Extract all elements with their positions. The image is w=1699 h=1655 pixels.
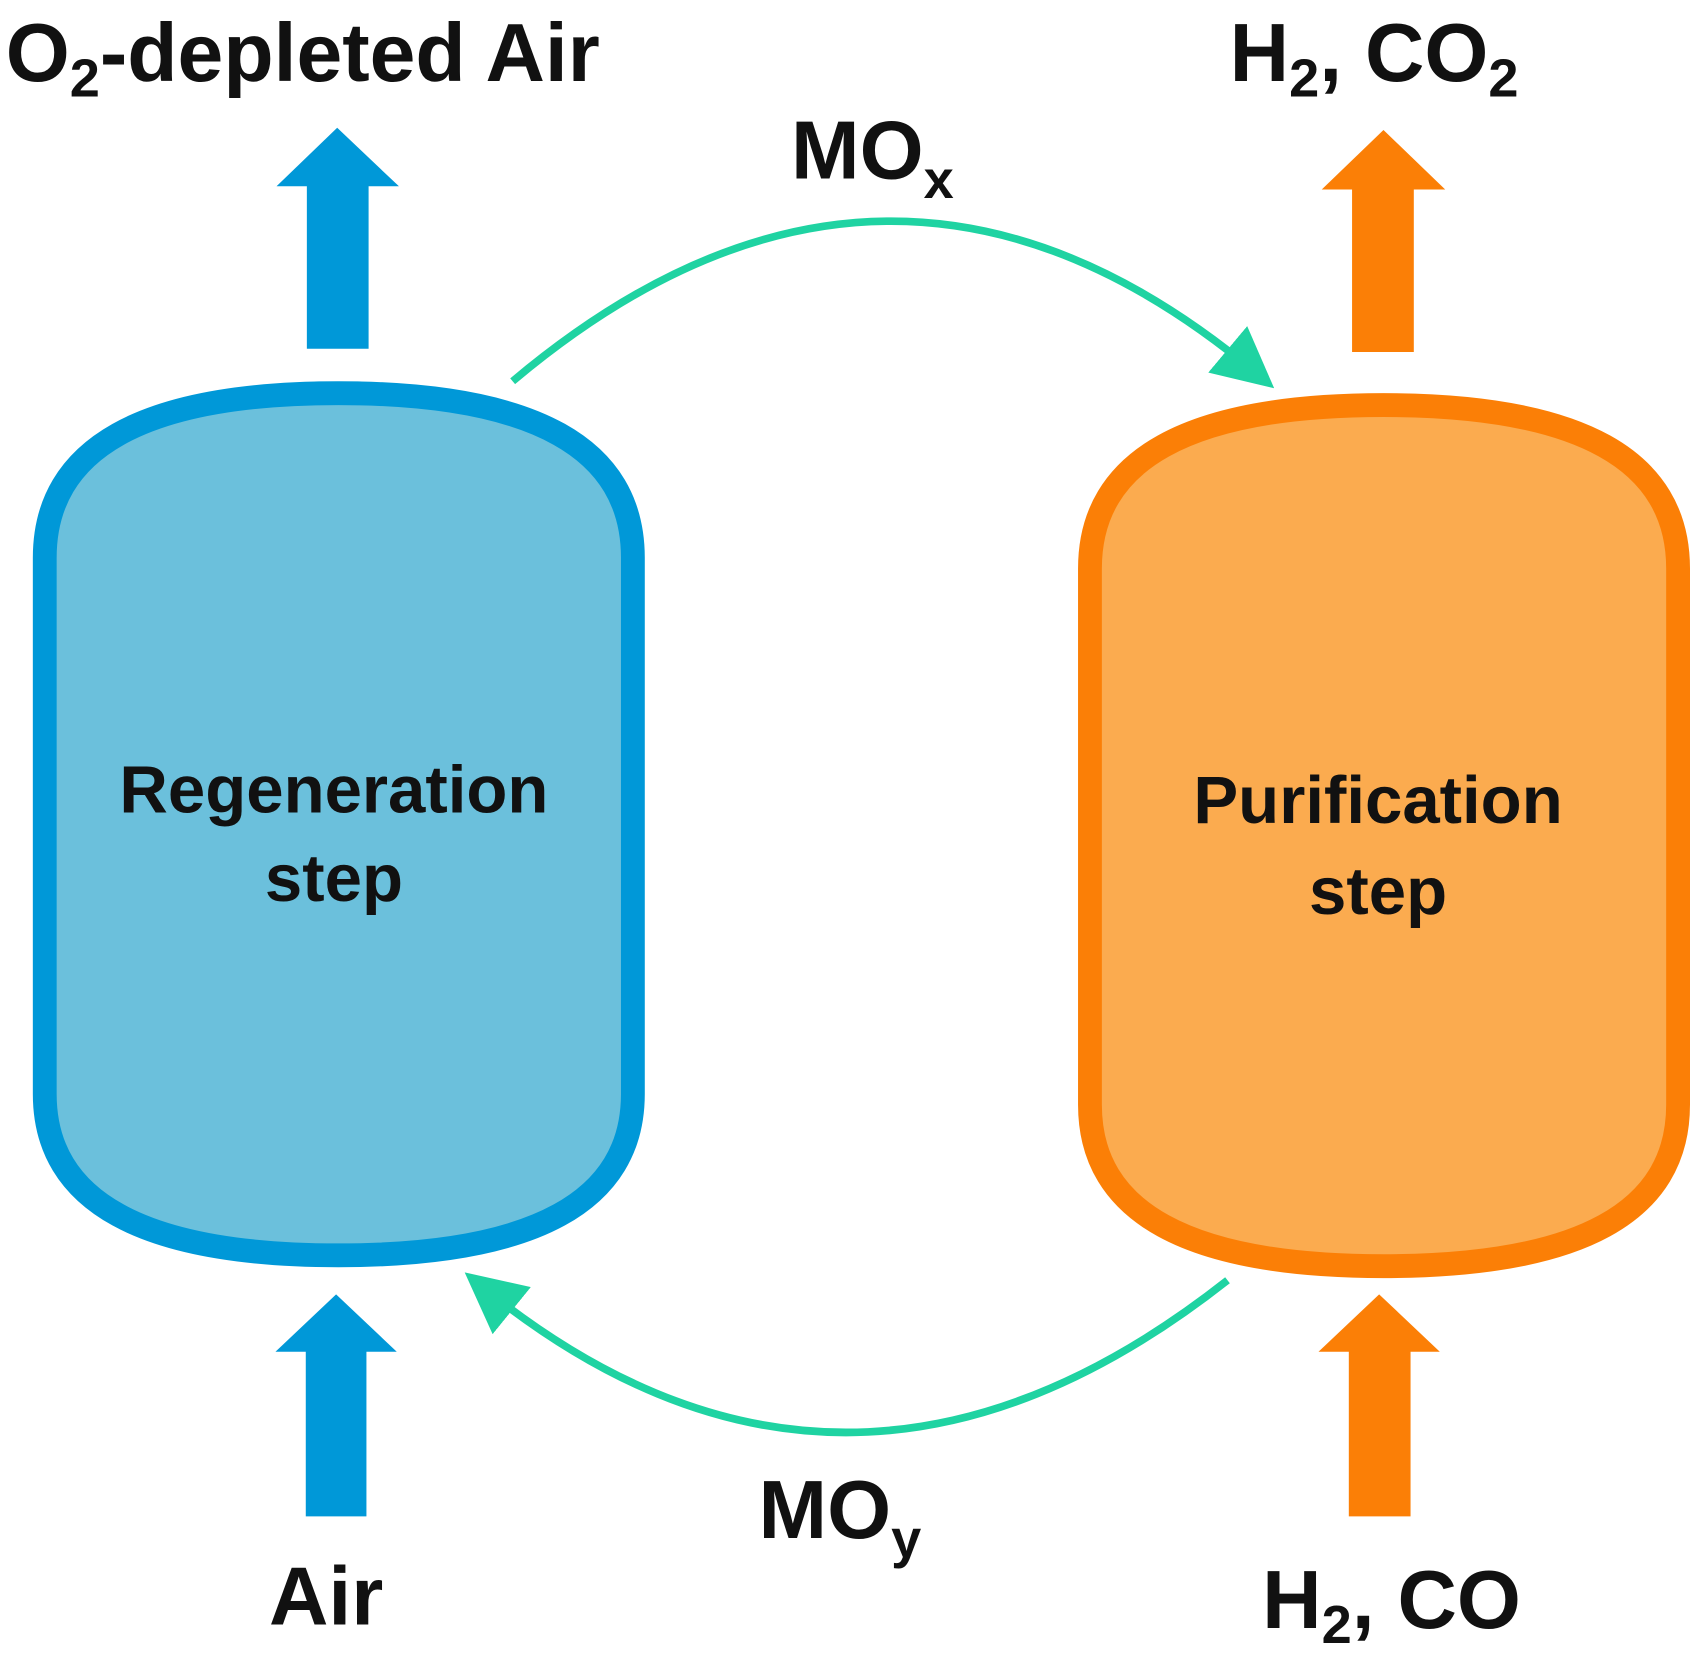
label-h2-co2: H2, CO2 [1230, 7, 1519, 108]
orange-outlet-arrow [1321, 129, 1446, 353]
regeneration-vessel [32, 381, 645, 1268]
label-mox: MOx [791, 105, 954, 210]
label-o2-depleted-air: O2-depleted Air [6, 7, 600, 108]
label-h2-co: H2, CO [1262, 1554, 1521, 1655]
mox-transfer-arrow [510, 217, 1275, 389]
purification-vessel [1078, 393, 1690, 1279]
blue-inlet-arrow [275, 1294, 397, 1517]
blue-outlet-arrow [276, 127, 399, 349]
orange-inlet-arrow [1318, 1294, 1440, 1517]
moy-transfer-arrow [464, 1272, 1230, 1437]
label-moy: MOy [759, 1464, 922, 1569]
label-air: Air [269, 1551, 383, 1643]
